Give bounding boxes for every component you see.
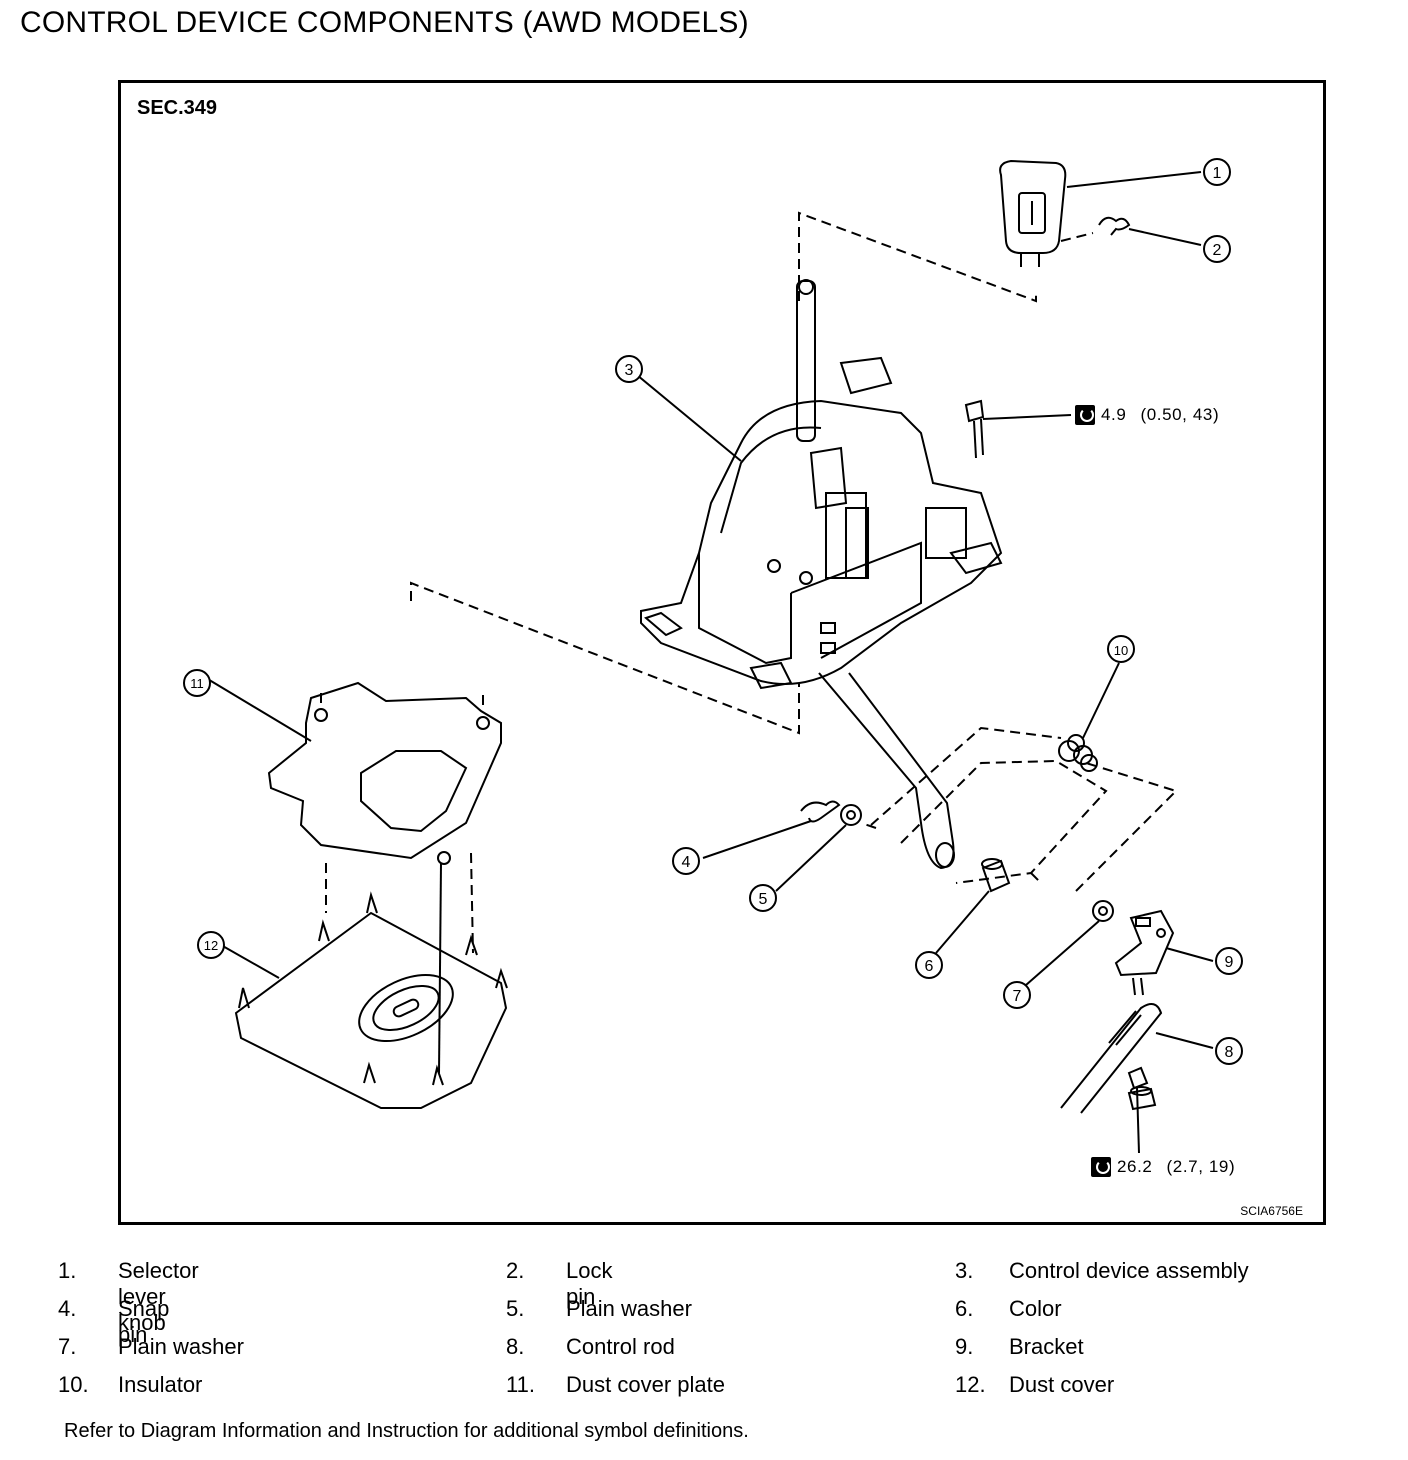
callout-1: 1 — [1203, 158, 1231, 186]
callout-markers: 1 2 3 4 5 6 7 — [183, 158, 1243, 1065]
insulator-part — [1058, 734, 1098, 772]
svg-text:12: 12 — [204, 938, 218, 953]
nut-part — [1127, 1086, 1157, 1111]
legend-number: 8. — [506, 1334, 525, 1359]
plain-washer-5-part — [840, 804, 862, 826]
leader-8 — [1155, 1032, 1214, 1049]
callout-8: 8 — [1215, 1037, 1243, 1065]
snap-pin-part — [800, 800, 841, 823]
svg-text:7: 7 — [1013, 988, 1022, 1005]
callout-10: 10 — [1107, 635, 1135, 663]
selector-lever-knob-part — [999, 159, 1067, 267]
legend-number: 5. — [506, 1296, 525, 1321]
svg-text:6: 6 — [925, 958, 934, 975]
callout-4: 4 — [672, 847, 700, 875]
bracket-part — [1114, 909, 1175, 996]
leader-1 — [1066, 171, 1202, 188]
legend-number: 2. — [506, 1258, 525, 1283]
legend-number: 12. — [955, 1372, 986, 1397]
callout-2: 2 — [1203, 235, 1231, 263]
legend-label: Dust cover plate — [566, 1372, 725, 1397]
leader-4 — [702, 820, 812, 859]
callout-7: 7 — [1003, 981, 1031, 1009]
callout-9: 9 — [1215, 947, 1243, 975]
legend-label: Plain washer — [118, 1334, 244, 1359]
callout-5: 5 — [749, 884, 777, 912]
callout-12: 12 — [197, 931, 225, 959]
dust-cover-plate-part — [267, 681, 502, 865]
torque-value: 4.9 — [1101, 405, 1127, 424]
legend-label: Selector lever knob — [118, 1258, 199, 1335]
legend-label: Lock pin — [566, 1258, 613, 1309]
leader-12 — [220, 944, 280, 979]
control-rod-arm-part — [818, 672, 955, 870]
plain-washer-7-part — [1092, 900, 1114, 922]
legend-label: Control device assembly — [1009, 1258, 1249, 1283]
leader-9 — [1165, 947, 1214, 962]
leader-3 — [636, 374, 742, 462]
legend-label: Dust cover — [1009, 1372, 1115, 1397]
svg-text:5: 5 — [759, 891, 768, 908]
svg-text:9: 9 — [1225, 954, 1234, 971]
torque-wrench-icon — [1075, 405, 1095, 425]
control-device-assembly-part — [640, 279, 1003, 690]
page-title: CONTROL DEVICE COMPONENTS (AWD MODELS) — [20, 6, 749, 39]
svg-text:3: 3 — [625, 362, 634, 379]
rod-alignment-dashes — [410, 581, 1178, 892]
legend-label: Snap pin — [118, 1296, 170, 1347]
legend-label: Plain washer — [566, 1296, 692, 1321]
legend-number: 11. — [506, 1372, 535, 1397]
figure-code: SCIA6756E — [1240, 1204, 1303, 1218]
knob-alignment-dashes — [798, 211, 1094, 303]
legend-number: 3. — [955, 1258, 974, 1283]
legend-number: 6. — [955, 1296, 974, 1321]
dust-cover-part — [234, 891, 508, 1109]
legend-number: 9. — [955, 1334, 974, 1359]
torque-wrench-icon — [1091, 1157, 1111, 1177]
diagram-frame: 1 2 3 4 5 6 7 — [118, 80, 1326, 1225]
cover-alignment-dashes — [320, 693, 484, 954]
svg-text:2: 2 — [1213, 242, 1222, 259]
bolt-part — [964, 399, 1072, 459]
collar-part — [981, 858, 1011, 893]
svg-text:8: 8 — [1225, 1044, 1234, 1061]
legend-number: 1. — [58, 1258, 77, 1283]
footnote: Refer to Diagram Information and Instruc… — [64, 1420, 749, 1442]
leader-2 — [1128, 228, 1202, 246]
fastener-line — [438, 862, 442, 1074]
legend-label: Bracket — [1009, 1334, 1084, 1359]
svg-text:10: 10 — [1114, 643, 1128, 658]
svg-text:1: 1 — [1213, 165, 1222, 182]
callout-3: 3 — [615, 355, 643, 383]
exploded-view-drawing: 1 2 3 4 5 6 7 — [183, 158, 1243, 1154]
section-label: SEC.349 — [137, 97, 218, 119]
legend-number: 4. — [58, 1296, 77, 1321]
lock-pin-part — [1098, 216, 1131, 236]
legend-number: 10. — [58, 1372, 89, 1397]
torque-spec-lower: 26.2 (2.7, 19) — [1091, 1157, 1235, 1177]
legend-number: 7. — [58, 1334, 77, 1359]
leader-5 — [775, 824, 847, 892]
callout-6: 6 — [915, 951, 943, 979]
torque-spec-upper: 4.9 (0.50, 43) — [1075, 405, 1219, 425]
svg-text:11: 11 — [190, 676, 204, 691]
callout-11: 11 — [183, 669, 211, 697]
leader-6 — [935, 890, 990, 954]
svg-text:4: 4 — [682, 854, 691, 871]
control-rod-part — [1060, 1003, 1163, 1154]
legend-label: Insulator — [118, 1372, 203, 1397]
torque-units: (2.7, 19) — [1166, 1157, 1236, 1176]
leader-11 — [200, 674, 312, 742]
torque-units: (0.50, 43) — [1140, 405, 1220, 424]
leader-10 — [1082, 662, 1120, 739]
legend-label: Control rod — [566, 1334, 675, 1359]
legend-label: Color — [1009, 1296, 1062, 1321]
leader-7 — [1025, 920, 1100, 986]
torque-value: 26.2 — [1117, 1157, 1153, 1176]
